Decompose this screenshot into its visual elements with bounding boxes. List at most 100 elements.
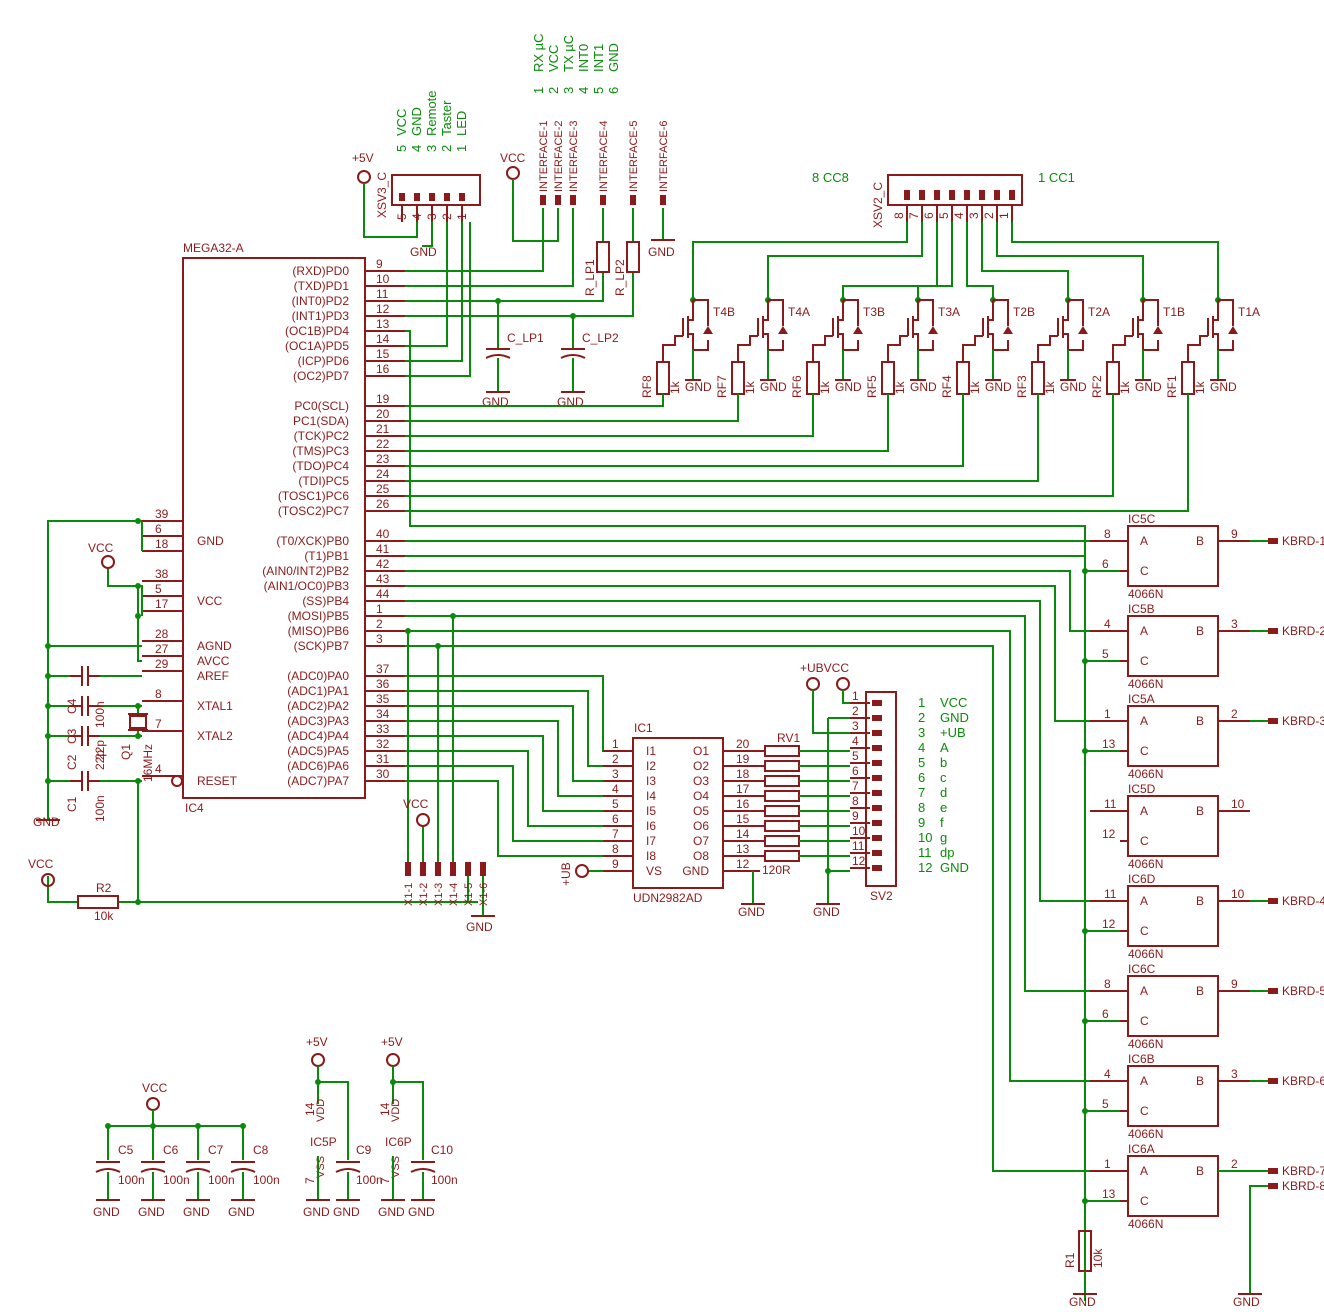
gate-part: 4066N xyxy=(1128,1127,1163,1141)
ic4-pin-number: 39 xyxy=(155,507,169,521)
c1-label: C1 xyxy=(65,796,79,812)
xsv3-pin-number: 1 xyxy=(455,213,469,220)
ic4-pin-label: AREF xyxy=(197,669,229,683)
ic4-pin-label: (TXD)PD1 xyxy=(294,279,350,293)
gate-pin-number: 11 xyxy=(1104,797,1117,811)
xsv2-cc8-label: 8 CC8 xyxy=(812,170,849,185)
gate-pin-number: 9 xyxy=(1231,977,1238,991)
x1-pin-label: X1-4 xyxy=(448,883,460,906)
rf-resistor-ref: RF2 xyxy=(1090,375,1104,398)
gnd-label: GND xyxy=(408,1205,435,1219)
sv2-legend-num: 7 xyxy=(918,785,925,800)
ic1-pin-label: O2 xyxy=(693,759,709,773)
mosfet-lead xyxy=(688,300,694,321)
pc-wiring xyxy=(405,394,1189,512)
sv2-legend-name: VCC xyxy=(940,695,967,710)
vcc-decoupling-label: VCC xyxy=(142,1081,168,1095)
sv2-legend-name: g xyxy=(940,830,947,845)
xsv2-pin xyxy=(979,190,985,200)
iface-pin-label: INTERFACE-6 xyxy=(658,120,670,192)
rv1-element xyxy=(764,850,800,862)
p5v-xsv3-label: +5V xyxy=(352,151,374,165)
ic4-pin-label: (ADC7)PA7 xyxy=(287,774,349,788)
ic1-pin-number: 9 xyxy=(612,857,619,871)
x1-pin xyxy=(450,862,456,876)
sv2-pin-number: 11 xyxy=(852,839,865,853)
mosfet-lead xyxy=(988,333,1009,351)
ic1-part: UDN2982AD xyxy=(633,891,703,905)
gnd-xsv3-label: GND xyxy=(410,245,437,259)
p5v-symbol xyxy=(386,1053,400,1067)
ub-ic1-label: +UB xyxy=(559,862,573,886)
iface-legend-num: 5 xyxy=(591,87,606,94)
rv1-element xyxy=(764,820,800,832)
gate-body xyxy=(1127,1065,1219,1127)
gate-pin-number: 5 xyxy=(1102,1097,1109,1111)
ic1-pin-number: 20 xyxy=(736,737,750,751)
xsv3-legend-name: VCC xyxy=(394,109,409,136)
sv2-legend-num: 11 xyxy=(918,845,932,860)
x1-pin xyxy=(420,862,426,876)
mosfet-lead xyxy=(1213,333,1234,351)
gnd-r1-label: GND xyxy=(1069,1295,1096,1309)
xsv2-pin xyxy=(1009,190,1015,200)
gate-pin-c: C xyxy=(1140,1104,1149,1118)
sv2-legend-name: dp xyxy=(940,845,954,860)
sv2-legend-num: 12 xyxy=(918,860,932,875)
ic4-pin-number: 38 xyxy=(155,567,169,581)
gate-pin-a: A xyxy=(1140,894,1148,908)
xsv2-pin xyxy=(949,190,955,200)
ic4-pin-number: 16 xyxy=(376,362,390,376)
xsv2-pin-number: 5 xyxy=(937,212,951,219)
sv2-pin xyxy=(872,745,882,751)
x1-pin xyxy=(435,862,441,876)
junction-dot xyxy=(150,1123,156,1129)
gate-pin-number: 2 xyxy=(1231,1157,1238,1171)
cap-ref: C9 xyxy=(356,1143,372,1157)
mosfet-ref: T2B xyxy=(1013,305,1035,319)
mosfet-lead xyxy=(763,333,784,351)
mosfet-lead xyxy=(1213,300,1219,321)
mosfet-diode xyxy=(1003,326,1013,334)
mosfet-gate-lead xyxy=(887,335,908,362)
cap-value: 100n xyxy=(431,1173,458,1187)
mosfet-gate-lead xyxy=(662,335,683,362)
xsv2-pin xyxy=(964,190,970,200)
ic1-pin-number: 1 xyxy=(612,737,619,751)
gate-pin-number: 13 xyxy=(1102,1187,1116,1201)
sv2-pin xyxy=(872,760,882,766)
ic1-pin-number: 14 xyxy=(736,827,750,841)
sv2-pin xyxy=(872,850,882,856)
ic1-pin-number: 19 xyxy=(736,752,750,766)
xsv2-ref: XSV2_C xyxy=(871,182,885,228)
ic4-pin-label: (TMS)PC3 xyxy=(292,444,349,458)
rv1-ref: RV1 xyxy=(777,731,800,745)
junction-dot xyxy=(105,1123,111,1129)
gate-ref: IC5D xyxy=(1128,782,1156,796)
rf-resistor-ref: RF4 xyxy=(940,375,954,398)
gate-pin-c: C xyxy=(1140,564,1149,578)
cap-plate xyxy=(95,1168,121,1173)
gate-pin-number: 10 xyxy=(1231,887,1245,901)
cap-ref: C8 xyxy=(253,1143,269,1157)
sv2-pin-number: 8 xyxy=(852,794,859,808)
ic4-pin-number: 2 xyxy=(376,617,383,631)
sv2-pin xyxy=(872,700,882,706)
kbrd-pin xyxy=(1268,1078,1278,1084)
kbrd-pin xyxy=(1268,1168,1278,1174)
xsv2-cc1-label: 1 CC1 xyxy=(1038,170,1075,185)
kbrd-pin xyxy=(1268,988,1278,994)
ic4-pin-number: 13 xyxy=(376,317,390,331)
mosfet-ref: T4A xyxy=(788,305,810,319)
mosfet-lead xyxy=(988,300,994,321)
ic1-pin-label: O4 xyxy=(693,789,709,803)
sv2-legend-name: e xyxy=(940,800,947,815)
sv2-legend-num: 9 xyxy=(918,815,925,830)
gate-pin-a: A xyxy=(1140,1074,1148,1088)
gate-pin-b: B xyxy=(1196,624,1204,638)
mosfet-lead xyxy=(763,300,769,321)
cap-ref: C7 xyxy=(208,1143,224,1157)
gate-body xyxy=(1127,705,1219,767)
